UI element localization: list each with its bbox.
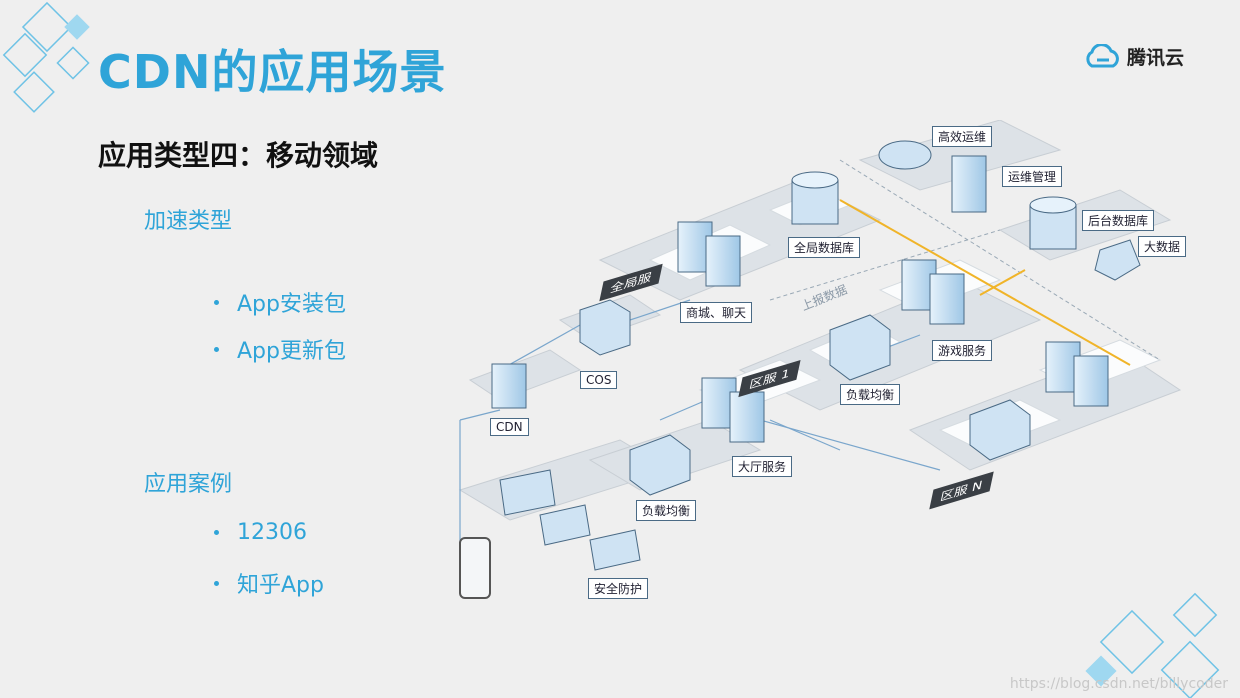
- watermark: https://blog.csdn.net/billycoder: [1009, 676, 1228, 692]
- bullet-icon: [214, 346, 219, 352]
- label-lobby-service: 大厅服务: [732, 456, 793, 477]
- diagram-graphics: [458, 120, 1182, 599]
- list-item: 知乎App: [214, 567, 324, 599]
- label-cdn: CDN: [490, 418, 529, 436]
- list-item-text: App安装包: [237, 292, 346, 317]
- label-cos: COS: [580, 371, 618, 389]
- label-mall-chat: 商城、聊天: [680, 302, 753, 323]
- bullet-icon: [214, 530, 219, 535]
- list-item-text: 知乎App: [237, 573, 324, 598]
- section-heading-use-cases: 应用案例: [144, 472, 233, 497]
- label-security: 安全防护: [588, 578, 649, 599]
- list-item-text: App更新包: [237, 339, 346, 364]
- label-backend-db: 后台数据库: [1082, 210, 1155, 231]
- list-item: App安装包: [214, 286, 346, 318]
- brand-name: 腾讯云: [1126, 46, 1184, 69]
- label-big-data: 大数据: [1138, 236, 1187, 257]
- label-ops: 高效运维: [932, 126, 993, 147]
- list-item: App更新包: [214, 333, 346, 365]
- list-item-text: 12306: [237, 520, 307, 545]
- slide-subtitle: 应用类型四：移动领域: [98, 139, 379, 172]
- page-title: CDN的应用场景: [98, 45, 447, 99]
- bullet-icon: [214, 580, 219, 586]
- corner-decoration-bottom-right: [1085, 592, 1220, 698]
- cloud-logo-icon: [1086, 44, 1119, 68]
- list-item: 12306: [214, 520, 307, 545]
- corner-decoration-top-left: [2, 1, 90, 113]
- label-game-service: 游戏服务: [932, 340, 993, 361]
- brand-logo: 腾讯云: [1083, 40, 1184, 72]
- label-ops-mgmt: 运维管理: [1002, 166, 1063, 187]
- section-heading-accel-types: 加速类型: [144, 209, 233, 234]
- label-load-balance-1: 负载均衡: [840, 384, 901, 405]
- label-load-balance-2: 负载均衡: [636, 500, 697, 521]
- bullet-icon: [214, 299, 219, 305]
- architecture-diagram: 高效运维 运维管理 后台数据库 大数据 全局数据库 商城、聊天 上报数据 游戏服…: [440, 120, 1200, 610]
- label-global-db: 全局数据库: [788, 237, 861, 258]
